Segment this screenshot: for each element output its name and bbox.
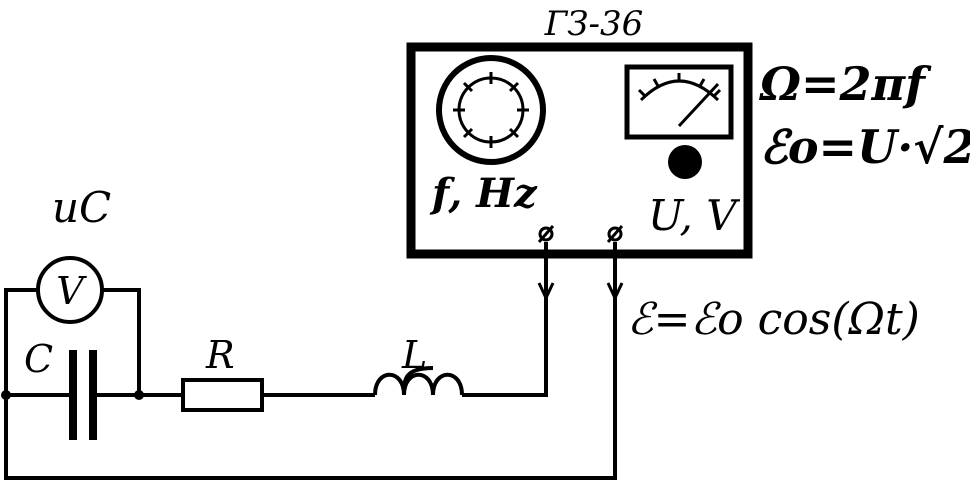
capacitor: [69, 350, 97, 440]
wire-terminal-right: [4, 242, 617, 480]
wire-terminal-left: [462, 242, 548, 397]
voltmeter: V: [36, 256, 104, 324]
current-arrows: [537, 282, 624, 302]
resistor-label: R: [205, 333, 235, 377]
frequency-dial-icon: [436, 55, 546, 165]
arrow-left-icon: [537, 282, 555, 302]
capacitor-label: C: [24, 337, 53, 381]
inductor-label: L: [401, 333, 427, 377]
voltage-label: U, V: [648, 191, 740, 240]
inductor: [373, 366, 464, 396]
voltmeter-symbol: V: [56, 269, 87, 313]
resistor: [181, 378, 264, 412]
wire-voltmeter-right: [102, 288, 141, 395]
frequency-label: f, Hz: [429, 170, 538, 217]
arrow-right-icon: [606, 282, 624, 302]
junction-right: [134, 390, 144, 400]
output-terminal-right: [606, 225, 624, 243]
circuit-wires: [4, 242, 617, 480]
junction-left: [1, 390, 11, 400]
voltmeter-gauge-icon: [624, 64, 734, 140]
emf-formula: ℰ=ℰo cos(Ωt): [627, 294, 920, 345]
generator: ГЗ-36 f, Hz: [406, 4, 753, 259]
omega-formula: Ω=2πf: [758, 57, 932, 111]
generator-title: ГЗ-36: [544, 4, 643, 44]
voltage-knob-icon: [668, 145, 702, 179]
generator-box: [406, 42, 753, 259]
wire-voltmeter-left: [4, 288, 38, 395]
emf-amplitude-formula: ℰo=U·√2: [760, 120, 970, 174]
output-terminal-left: [537, 225, 555, 243]
voltmeter-caption: uC: [52, 183, 111, 232]
